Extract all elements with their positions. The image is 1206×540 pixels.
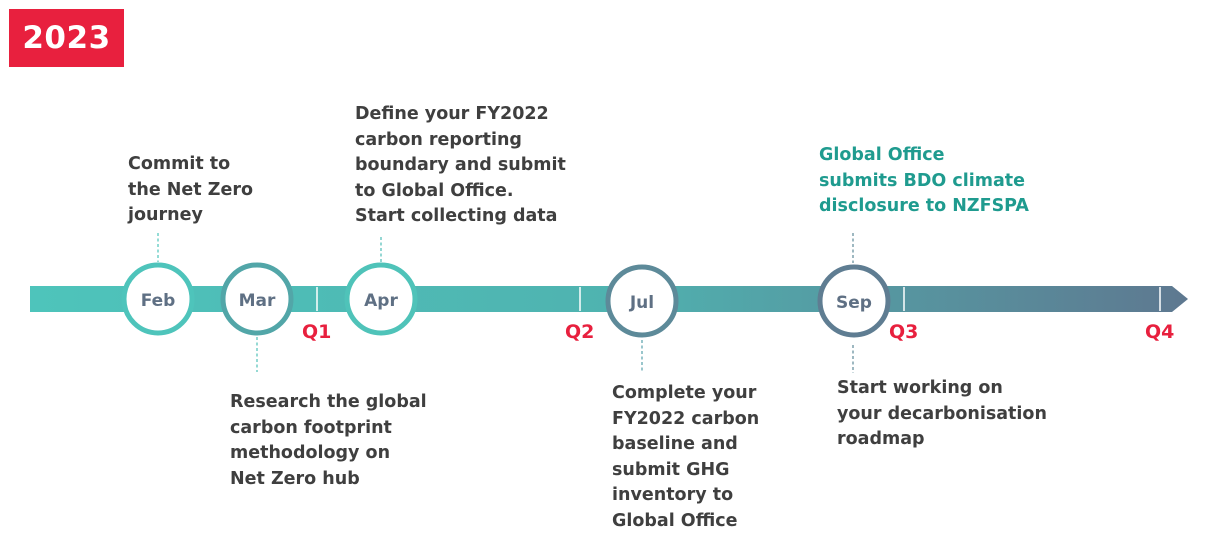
month-markers: Feb Mar Apr Jul Sep xyxy=(121,262,891,338)
event-sep-roadmap: Start working on your decarbonisation ro… xyxy=(837,378,1047,449)
month-marker-jul: Jul xyxy=(605,264,679,338)
month-marker-feb: Feb xyxy=(121,262,195,336)
year-label: 2023 xyxy=(22,20,111,56)
connectors xyxy=(157,233,854,373)
quarter-label-q4: Q4 xyxy=(1145,321,1175,343)
quarter-ticks xyxy=(316,287,1161,311)
month-marker-apr: Apr xyxy=(344,262,418,336)
event-feb: Commit to the Net Zero journey xyxy=(128,154,253,225)
month-label: Jul xyxy=(629,293,654,313)
month-marker-sep: Sep xyxy=(817,264,891,338)
year-badge: 2023 xyxy=(9,9,124,67)
month-label: Feb xyxy=(141,291,176,311)
event-jul: Complete your FY2022 carbon baseline and… xyxy=(612,383,760,531)
quarter-label-q1: Q1 xyxy=(302,321,332,343)
event-mar: Research the global carbon footprint met… xyxy=(230,392,427,489)
event-sep-global-office: Global Office submits BDO climate disclo… xyxy=(819,145,1029,216)
quarter-label-q2: Q2 xyxy=(565,321,595,343)
month-marker-mar: Mar xyxy=(220,262,294,336)
month-label: Sep xyxy=(836,293,872,313)
month-label: Mar xyxy=(239,291,276,311)
quarter-label-q3: Q3 xyxy=(889,321,919,343)
month-label: Apr xyxy=(364,291,398,311)
event-apr: Define your FY2022 carbon reporting boun… xyxy=(355,104,566,226)
